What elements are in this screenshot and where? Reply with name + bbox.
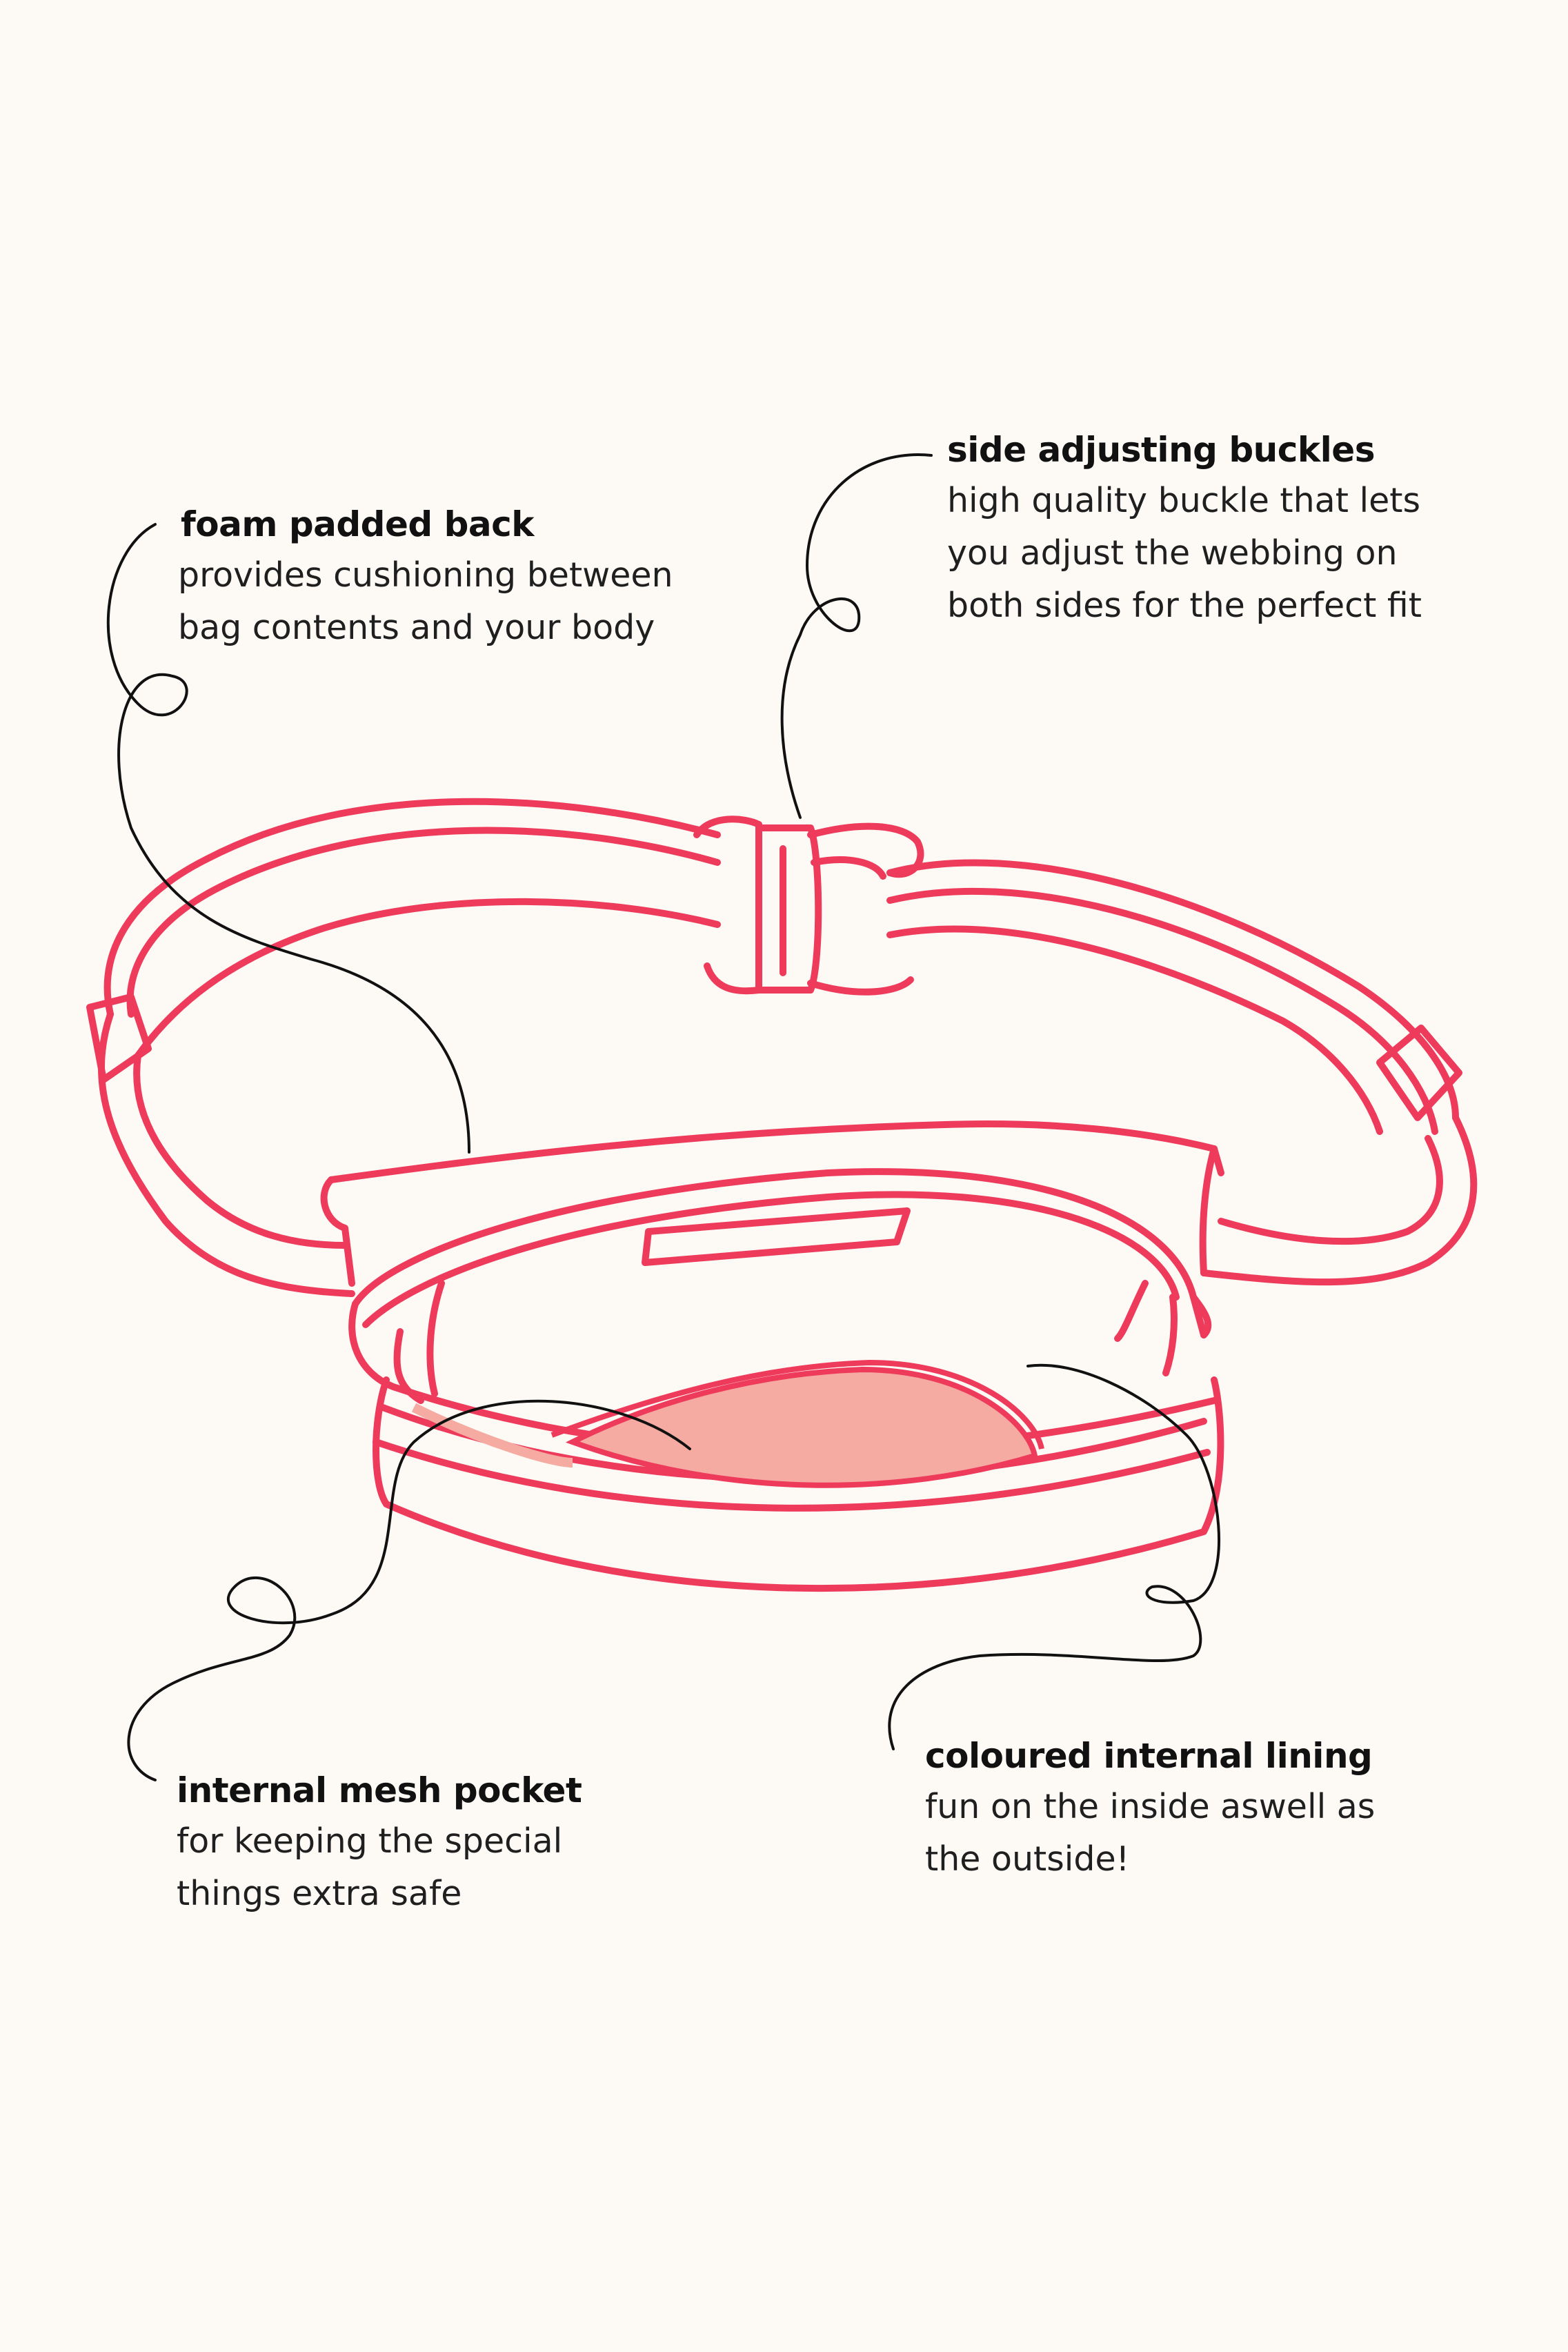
callout-internal-mesh-pocket: internal mesh pocket for keeping the spe… bbox=[177, 1770, 582, 1920]
callout-line: the outside! bbox=[925, 1839, 1130, 1879]
callout-title: internal mesh pocket bbox=[177, 1770, 582, 1810]
callout-description: provides cushioning between bag contents… bbox=[178, 549, 673, 654]
callout-line: both sides for the perfect fit bbox=[947, 586, 1422, 625]
callout-line: high quality buckle that lets bbox=[947, 481, 1420, 520]
callout-description: high quality buckle that lets you adjust… bbox=[947, 475, 1422, 632]
callout-side-adjusting-buckles: side adjusting buckles high quality buck… bbox=[947, 429, 1422, 632]
callout-line: fun on the inside aswell as bbox=[925, 1787, 1376, 1826]
callout-title: foam padded back bbox=[181, 504, 534, 544]
callout-description: for keeping the special things extra saf… bbox=[177, 1815, 582, 1920]
callout-line: things extra safe bbox=[177, 1874, 462, 1913]
callout-foam-padded-back: foam padded back provides cushioning bet… bbox=[178, 504, 673, 654]
callout-line: bag contents and your body bbox=[178, 608, 655, 647]
callout-line: for keeping the special bbox=[177, 1821, 563, 1861]
callout-title: coloured internal lining bbox=[925, 1736, 1373, 1776]
leader-lines bbox=[106, 453, 1220, 1781]
lining-fill bbox=[565, 1366, 1038, 1488]
callout-line: you adjust the webbing on bbox=[947, 533, 1398, 573]
lining-leader-line bbox=[888, 1363, 1220, 1750]
callout-description: fun on the inside aswell as the outside! bbox=[925, 1781, 1375, 1886]
callout-coloured-internal-lining: coloured internal lining fun on the insi… bbox=[925, 1735, 1375, 1886]
callout-line: provides cushioning between bbox=[178, 555, 673, 595]
callout-title: side adjusting buckles bbox=[947, 430, 1375, 470]
foam-leader-line bbox=[106, 523, 470, 1154]
mesh-leader-line bbox=[127, 1399, 691, 1781]
buckle-leader-line bbox=[780, 453, 933, 819]
